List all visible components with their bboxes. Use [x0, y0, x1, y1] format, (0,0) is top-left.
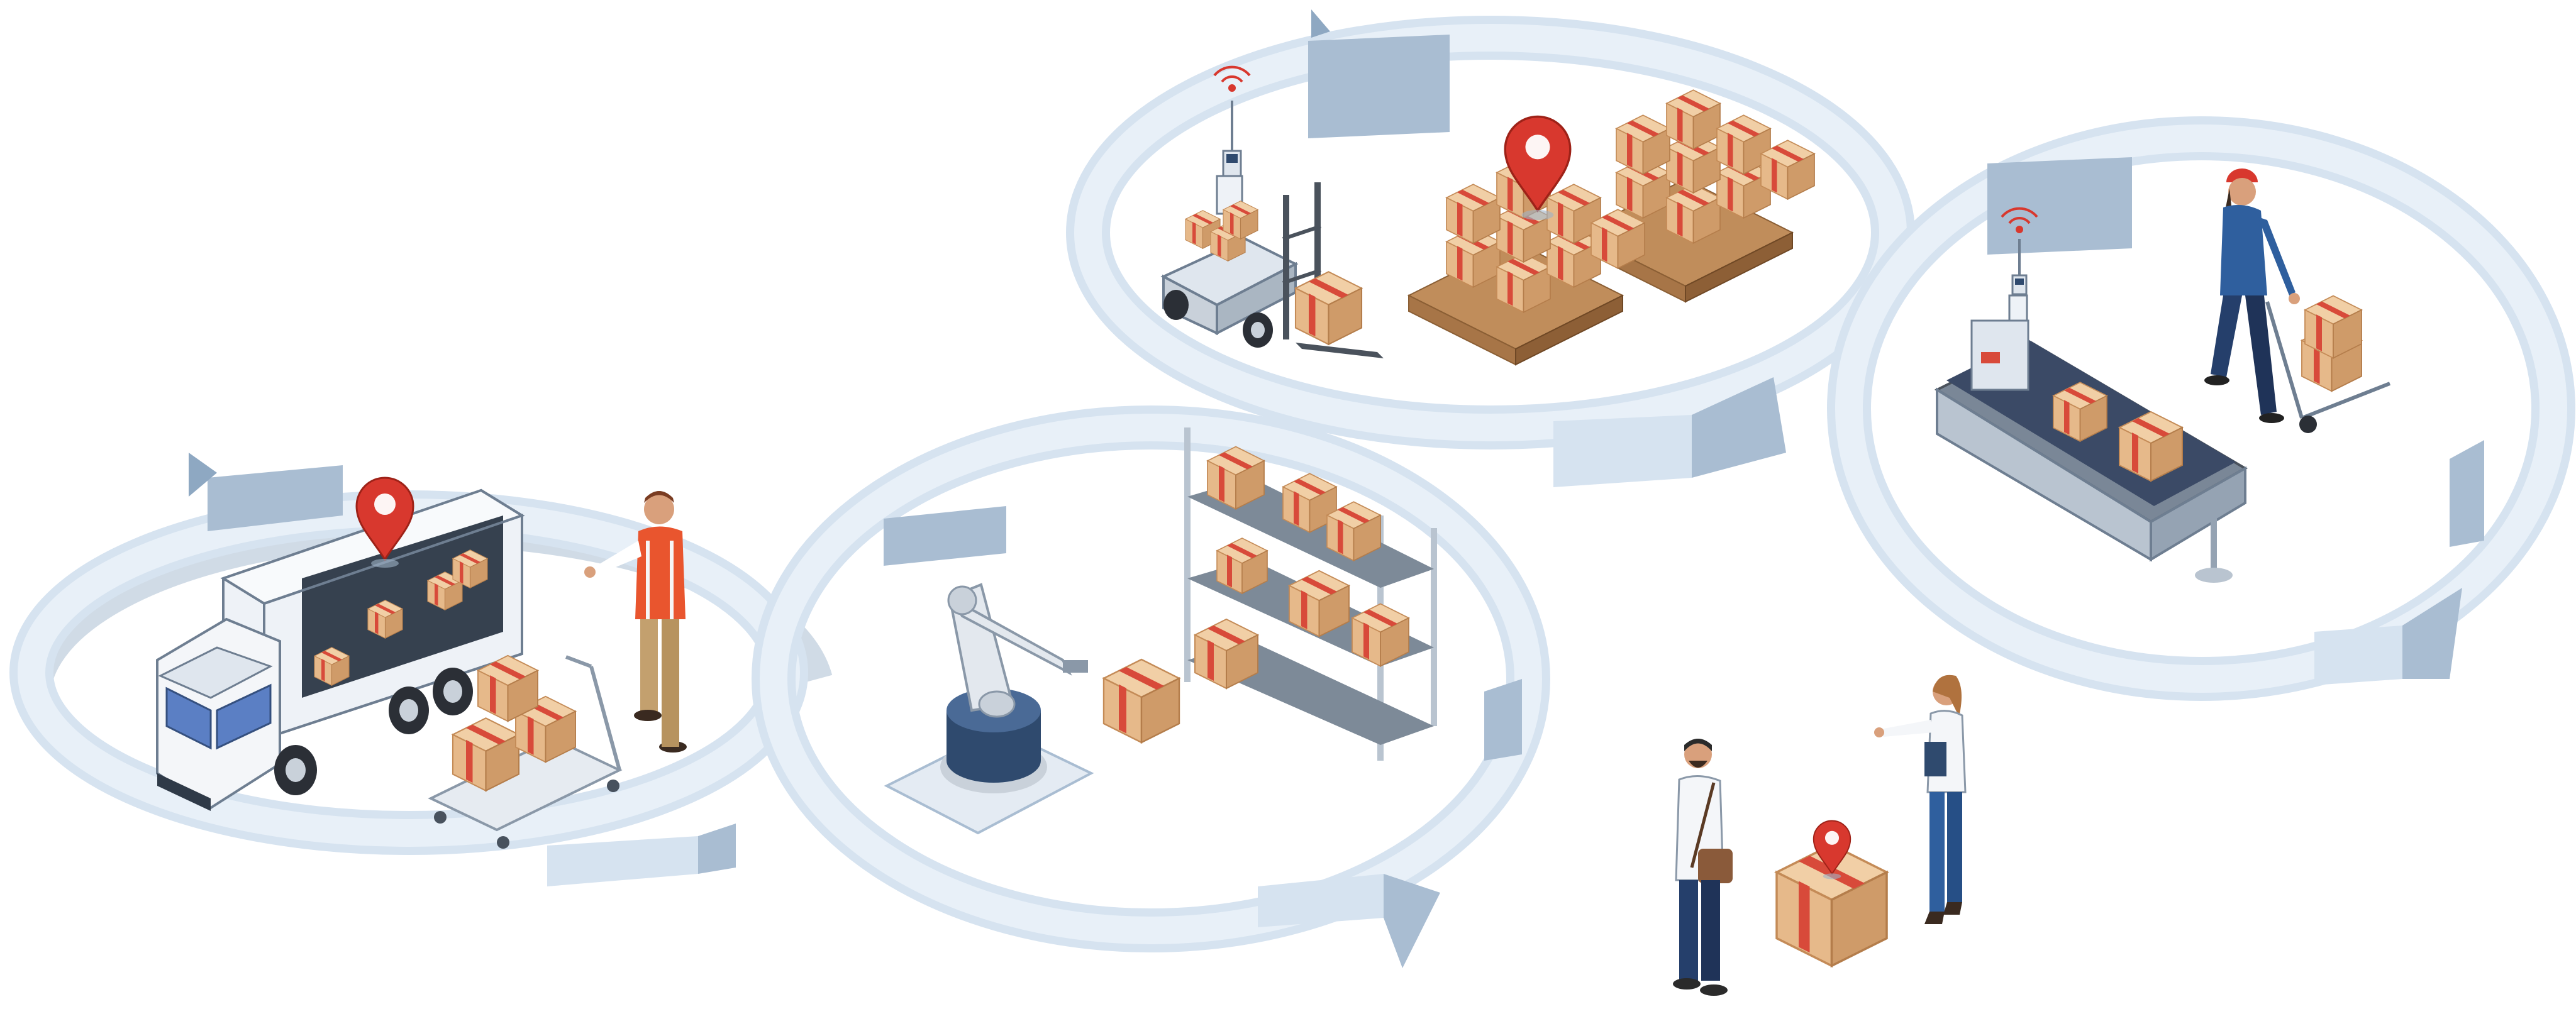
cardboard-box [1216, 538, 1268, 594]
robot-forklift [1160, 101, 1384, 358]
cardboard-box [1223, 201, 1258, 240]
worker-safety-vest [584, 491, 687, 753]
cardboard-box [2053, 382, 2107, 442]
scene-robot-arm [884, 427, 1437, 835]
business-woman [1874, 675, 1967, 924]
arrow-ring-robot-arm [752, 405, 1550, 968]
cargo-box [477, 654, 538, 722]
cardboard-box [1194, 619, 1258, 689]
courier-man [1673, 739, 1733, 996]
cardboard-box [1102, 658, 1180, 744]
scene-customer-delivery [1673, 675, 1967, 996]
cardboard-box [1294, 271, 1363, 345]
cardboard-box [2119, 411, 2183, 482]
robotic-arm [940, 583, 1088, 793]
cargo-box [314, 647, 350, 686]
scene-automated-forklift [1160, 65, 1384, 358]
arrow-ring-conveyor [1827, 116, 2575, 701]
cardboard-box [2304, 295, 2362, 359]
worker-hand-truck [2204, 168, 2391, 433]
cargo-box [452, 549, 488, 588]
stacked-pallets [1446, 89, 1815, 313]
flow-arrows [9, 9, 2575, 968]
cargo-box [452, 717, 520, 791]
cargo-box [367, 600, 403, 639]
scene-conveyor-sorting [1934, 168, 2391, 583]
cardboard-box [1326, 501, 1381, 561]
arrow-ring-warehouse [1066, 9, 1915, 487]
scene-pallet-storage [1408, 89, 1815, 365]
scanner-robot [1970, 239, 2029, 391]
cardboard-box [1289, 570, 1350, 637]
cardboard-box [1352, 603, 1409, 667]
cardboard-box [1207, 446, 1265, 510]
scene-truck-loading [156, 477, 687, 849]
